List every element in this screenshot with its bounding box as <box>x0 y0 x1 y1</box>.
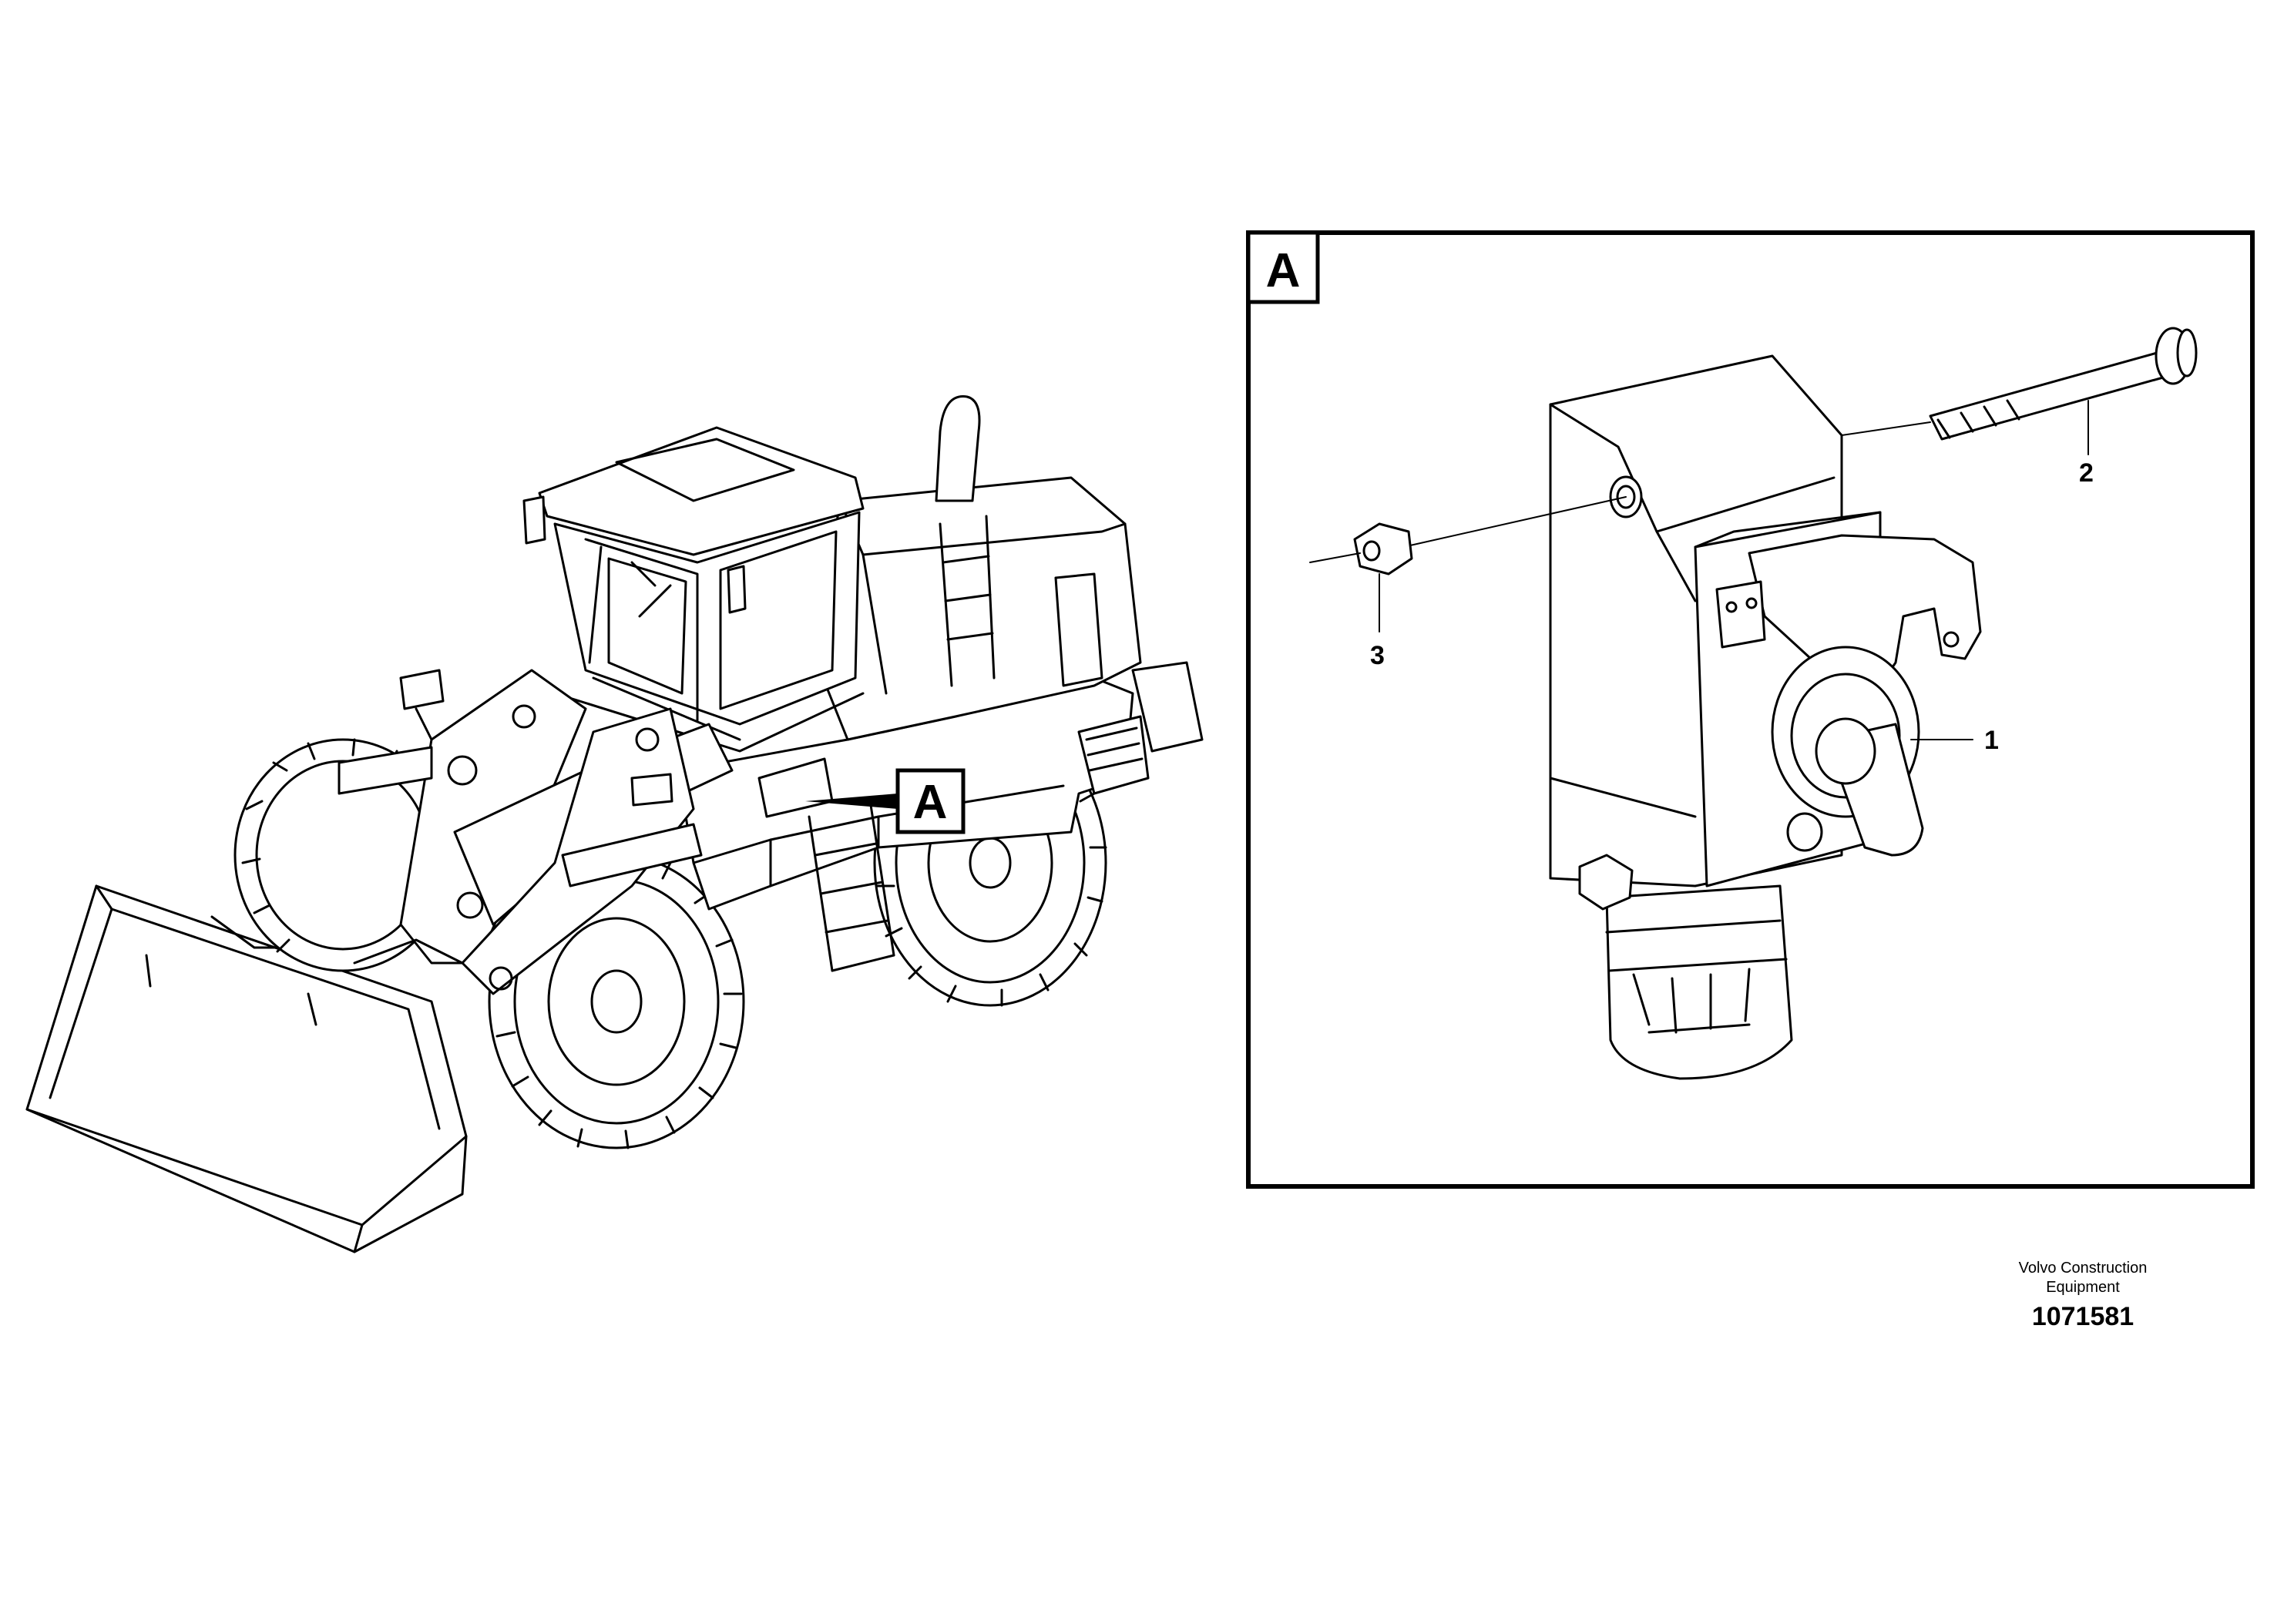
bolt <box>1929 327 2198 441</box>
detail-label-box <box>1246 230 1320 304</box>
pointer-arrow <box>805 794 898 809</box>
nut <box>1353 522 1413 575</box>
overview-pointer: A <box>805 768 966 834</box>
switch-assembly <box>1549 354 1982 1080</box>
company-line-1: Volvo Construction <box>2019 1260 2148 1277</box>
front-step-ladder <box>757 757 895 972</box>
leader-lines <box>1309 400 2089 740</box>
callout-2: 2 <box>2079 458 2094 488</box>
bucket <box>25 884 468 1253</box>
wheel-loader-illustration: A <box>25 395 1204 1253</box>
callout-3: 3 <box>1370 641 1385 670</box>
detail-label: A <box>1266 244 1301 297</box>
callout-1: 1 <box>1984 726 1999 755</box>
lift-arm <box>338 669 734 995</box>
detail-frame <box>1246 230 2255 1189</box>
company-line-2: Equipment <box>2046 1279 2120 1296</box>
pointer-label: A <box>913 776 948 829</box>
pointer-box <box>895 768 966 834</box>
detail-view: A <box>1246 230 2255 1189</box>
drawing-number: 1071581 <box>2032 1302 2134 1331</box>
footer: Volvo Construction Equipment 1071581 <box>2019 1260 2148 1331</box>
